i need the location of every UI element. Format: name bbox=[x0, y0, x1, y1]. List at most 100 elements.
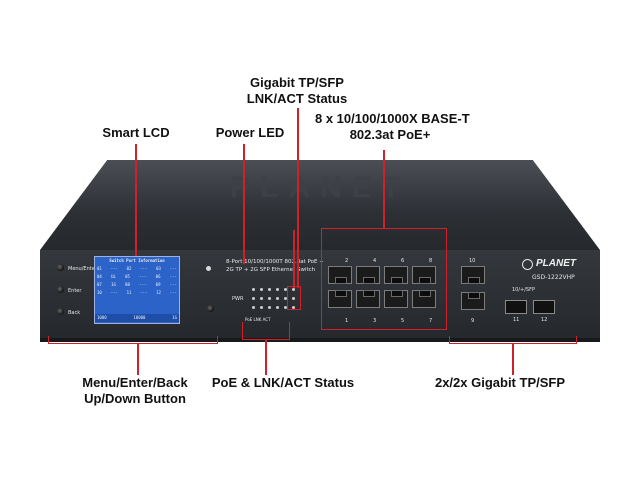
sfp-group-label: 10/+/SFP bbox=[512, 287, 535, 293]
smart-lcd-label: Smart LCD bbox=[102, 125, 170, 140]
model-number: GSD-1222VHP bbox=[532, 274, 575, 281]
enter-button[interactable] bbox=[57, 286, 64, 293]
lcd-cell: 10 bbox=[97, 290, 102, 295]
status-led bbox=[260, 297, 263, 300]
lcd-cell: 11 bbox=[126, 290, 132, 295]
poe-status-label: PoE & LNK/ACT Status bbox=[211, 375, 355, 390]
rj45-port[interactable] bbox=[384, 266, 408, 284]
status-led bbox=[252, 306, 255, 309]
device-description-line1: 8-Port 10/100/1000T 802.3at PoE + bbox=[226, 259, 324, 265]
lcd-cell: 08 bbox=[125, 282, 130, 287]
status-led bbox=[268, 306, 271, 309]
lcd-cell: --- bbox=[139, 282, 147, 287]
uplink-port-9[interactable] bbox=[461, 292, 485, 310]
sfp-number-11: 11 bbox=[513, 317, 520, 323]
back-text: Back bbox=[68, 310, 81, 316]
sfp-slot-12[interactable] bbox=[533, 300, 555, 314]
lcd-row: 10 --- 11 --- 12 --- bbox=[95, 289, 179, 297]
lcd-cell: 01 bbox=[97, 266, 102, 271]
lcd-body: 01 --- 02 --- 03 --- 04 UL 05 --- 06 --- 07 1G 08 --- 09… bbox=[95, 265, 179, 297]
led-legend-text: PoE LNK ACT bbox=[245, 317, 271, 322]
status-led bbox=[284, 306, 287, 309]
gigabit-status-label: Gigabit TP/SFP LNK/ACT Status bbox=[246, 75, 348, 106]
lcd-title: Switch Port Information bbox=[109, 258, 165, 263]
back-button[interactable] bbox=[57, 308, 64, 315]
rj45-port[interactable] bbox=[412, 290, 436, 308]
poe-ports-label: 8 x 10/100/1000X BASE-T 802.3at PoE+ bbox=[315, 111, 470, 142]
status-led bbox=[292, 297, 295, 300]
port-number-bottom-7: 7 bbox=[429, 318, 433, 324]
rj45-port[interactable] bbox=[328, 266, 352, 284]
smart-lcd-screen: Switch Port Information 01---02---03---0… bbox=[94, 256, 180, 324]
status-led bbox=[260, 306, 263, 309]
lcd-cell: UL bbox=[111, 274, 116, 279]
lcd-cell: 02 bbox=[126, 266, 132, 271]
sfp-ports-label: 2x/2x Gigabit TP/SFP bbox=[434, 375, 566, 390]
status-led bbox=[260, 288, 263, 291]
status-led bbox=[276, 297, 279, 300]
enter-text: Enter bbox=[68, 288, 82, 294]
port-number-bottom-3: 3 bbox=[373, 318, 377, 324]
rj45-port[interactable] bbox=[356, 290, 380, 308]
lcd-cell: 1G bbox=[111, 282, 116, 287]
uplink-number-9: 9 bbox=[471, 318, 475, 324]
status-led bbox=[268, 297, 271, 300]
lcd-cell: --- bbox=[110, 290, 118, 295]
lcd-cell: --- bbox=[140, 290, 148, 295]
port-number-top-4: 4 bbox=[373, 258, 377, 264]
port-number-top-6: 6 bbox=[401, 258, 405, 264]
device-description-line2: 2G TP + 2G SFP Ethernet Switch bbox=[226, 267, 316, 273]
planet-logo-icon bbox=[522, 259, 533, 270]
lcd-cell: --- bbox=[110, 266, 118, 271]
lcd-cell: 04 bbox=[97, 274, 102, 279]
port-number-bottom-5: 5 bbox=[401, 318, 405, 324]
power-led-label: Power LED bbox=[215, 125, 285, 140]
rj45-port[interactable] bbox=[356, 266, 380, 284]
lcd-row: 07 1G 08 --- 09 --- bbox=[95, 281, 179, 289]
status-led bbox=[292, 306, 295, 309]
lcd-row: 04 UL 05 --- 06 --- bbox=[95, 273, 179, 281]
sfp-slot-11[interactable] bbox=[505, 300, 527, 314]
lcd-cell: --- bbox=[169, 266, 177, 271]
menu-enter-text: Menu/Enter bbox=[68, 266, 97, 272]
status-led bbox=[284, 297, 287, 300]
status-led bbox=[252, 288, 255, 291]
lcd-cell: --- bbox=[169, 282, 177, 287]
lcd-footer: 1000 10000 1G bbox=[95, 314, 179, 322]
status-led bbox=[276, 306, 279, 309]
lcd-cell: --- bbox=[169, 290, 177, 295]
status-led bbox=[292, 288, 295, 291]
lcd-row: 01 --- 02 --- 03 --- bbox=[95, 265, 179, 273]
pwr-text: PWR bbox=[232, 296, 244, 302]
lcd-cell: --- bbox=[169, 274, 177, 279]
menu-button[interactable] bbox=[57, 264, 64, 271]
lcd-cell: 09 bbox=[155, 282, 161, 287]
port-number-top-2: 2 bbox=[345, 258, 349, 264]
power-led bbox=[206, 266, 211, 271]
lcd-cell: 03 bbox=[156, 266, 161, 271]
rj45-port[interactable] bbox=[384, 290, 408, 308]
lcd-cell: --- bbox=[139, 274, 147, 279]
sfp-number-12: 12 bbox=[541, 317, 548, 323]
up-down-button[interactable] bbox=[207, 305, 214, 312]
lcd-cell: 06 bbox=[155, 274, 161, 279]
lcd-cell: 05 bbox=[125, 274, 130, 279]
rj45-port[interactable] bbox=[412, 266, 436, 284]
uplink-port-10[interactable] bbox=[461, 266, 485, 284]
rj45-port[interactable] bbox=[328, 290, 352, 308]
status-led bbox=[252, 297, 255, 300]
lcd-cell: 12 bbox=[156, 290, 161, 295]
uplink-number-10: 10 bbox=[469, 258, 476, 264]
port-number-top-8: 8 bbox=[429, 258, 433, 264]
port-number-bottom-1: 1 bbox=[345, 318, 349, 324]
lcd-cell: --- bbox=[140, 266, 148, 271]
status-led bbox=[276, 288, 279, 291]
brand-name: PLANET bbox=[536, 258, 576, 269]
chassis-logo-embossed: PLANET bbox=[230, 171, 410, 204]
rj45-port-block bbox=[324, 258, 442, 318]
switch-top-panel bbox=[40, 160, 600, 250]
menu-buttons-label: Menu/Enter/Back Up/Down Button bbox=[82, 375, 188, 406]
lcd-cell: 07 bbox=[97, 282, 102, 287]
status-led bbox=[284, 288, 287, 291]
status-led bbox=[268, 288, 271, 291]
